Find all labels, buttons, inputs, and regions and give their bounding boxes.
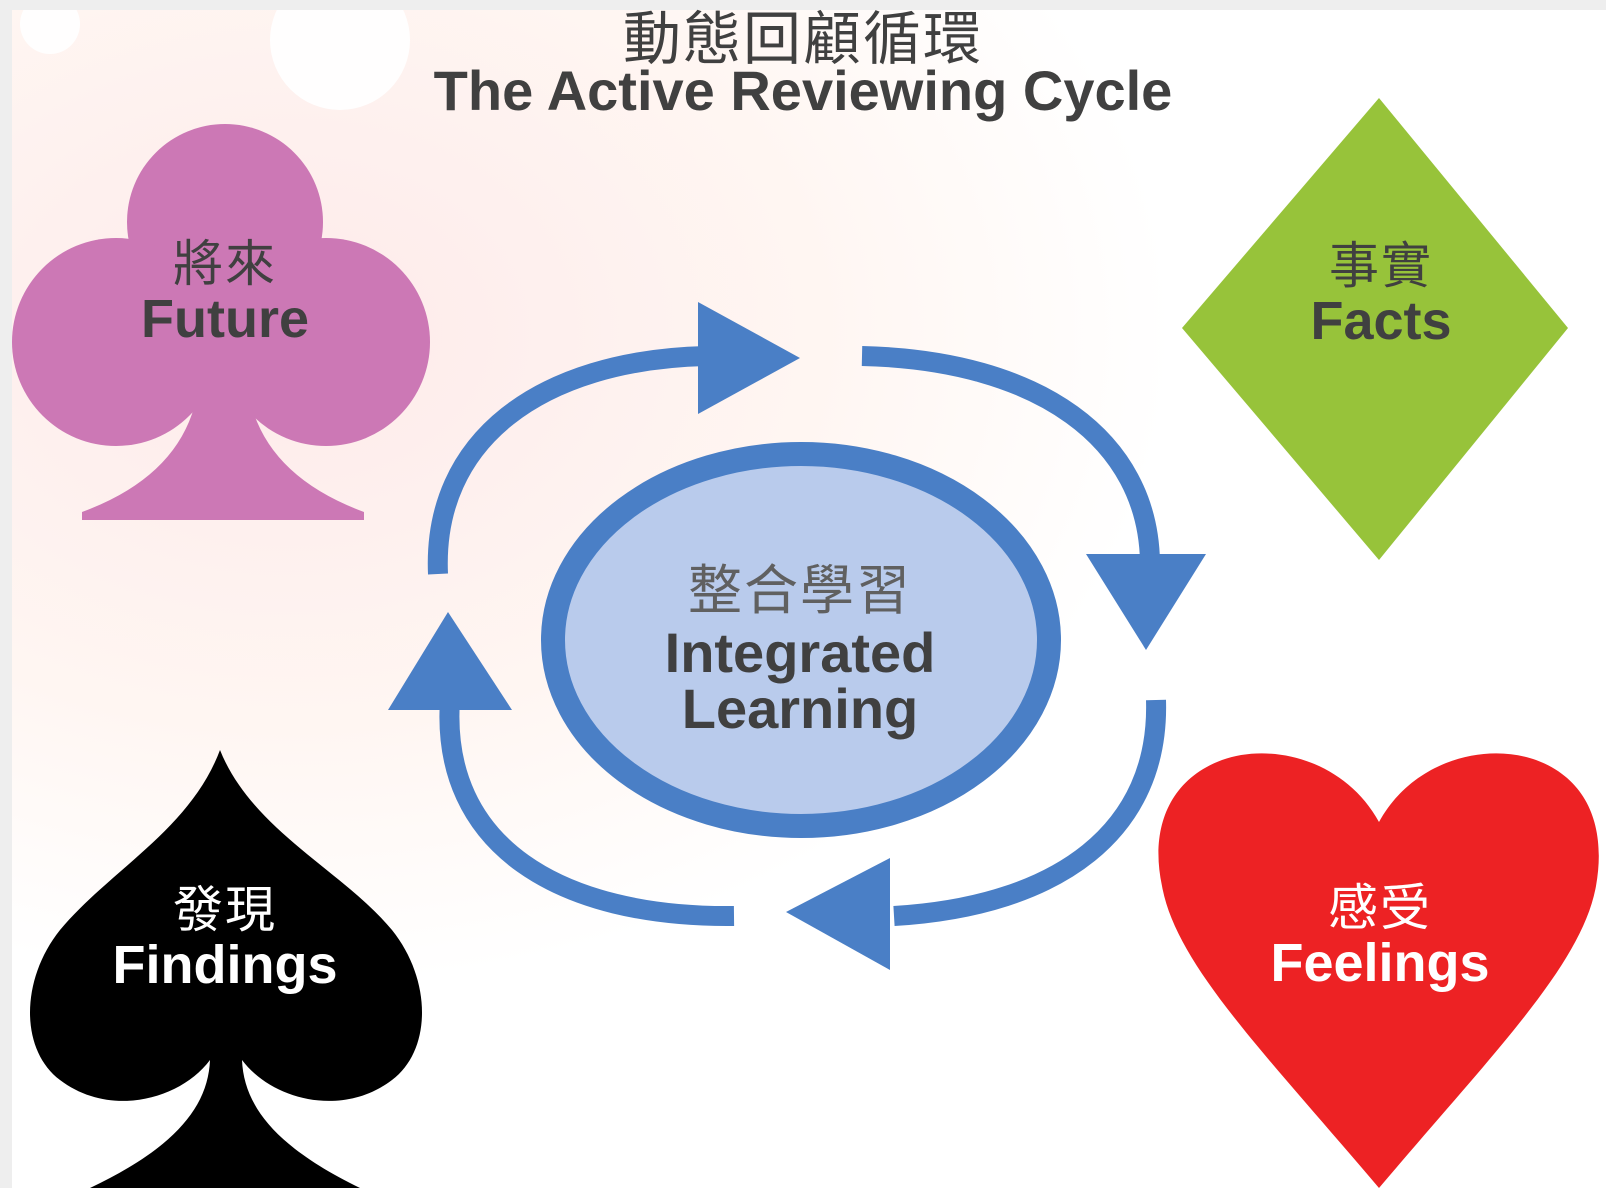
center-ellipse <box>541 442 1061 838</box>
center-en-line2: Learning <box>681 677 919 740</box>
title-chinese: 動態回顧循環 <box>622 5 983 73</box>
spade-icon <box>30 750 422 1188</box>
cycle-arrows <box>427 346 1167 927</box>
cycle-arc-left <box>439 699 735 927</box>
cycle-arc-right <box>861 346 1160 563</box>
arrowhead-left <box>786 858 890 970</box>
future-en: Future <box>141 288 309 349</box>
facts-label: 事實 Facts <box>1256 240 1506 349</box>
findings-zh: 發現 <box>173 881 277 939</box>
title-english: The Active Reviewing Cycle <box>433 59 1173 122</box>
top-edge <box>0 0 1606 10</box>
cycle-arrowheads <box>388 302 1206 970</box>
findings-en: Findings <box>112 934 338 995</box>
feelings-label: 感受 Feelings <box>1230 882 1530 991</box>
left-edge <box>0 0 12 1188</box>
future-label: 將來 Future <box>100 238 350 347</box>
arrowhead-down <box>1086 554 1206 650</box>
arrowhead-right <box>698 302 800 414</box>
diamond-icon <box>1182 98 1568 560</box>
center-en-line1: Integrated <box>664 621 936 684</box>
club-icon <box>12 124 430 520</box>
future-zh: 將來 <box>173 235 277 293</box>
facts-en: Facts <box>1310 290 1452 351</box>
feelings-zh: 感受 <box>1328 879 1432 937</box>
heart-icon <box>1158 753 1599 1188</box>
cycle-arc-bottom <box>893 699 1167 926</box>
feelings-en: Feelings <box>1270 932 1490 993</box>
facts-zh: 事實 <box>1329 237 1433 295</box>
center-label: 整合學習 Integrated Learning <box>598 546 1002 737</box>
arrowhead-up <box>388 612 512 710</box>
center-zh: 整合學習 <box>688 559 912 622</box>
cycle-arc-top <box>427 346 707 575</box>
findings-label: 發現 Findings <box>80 884 370 993</box>
